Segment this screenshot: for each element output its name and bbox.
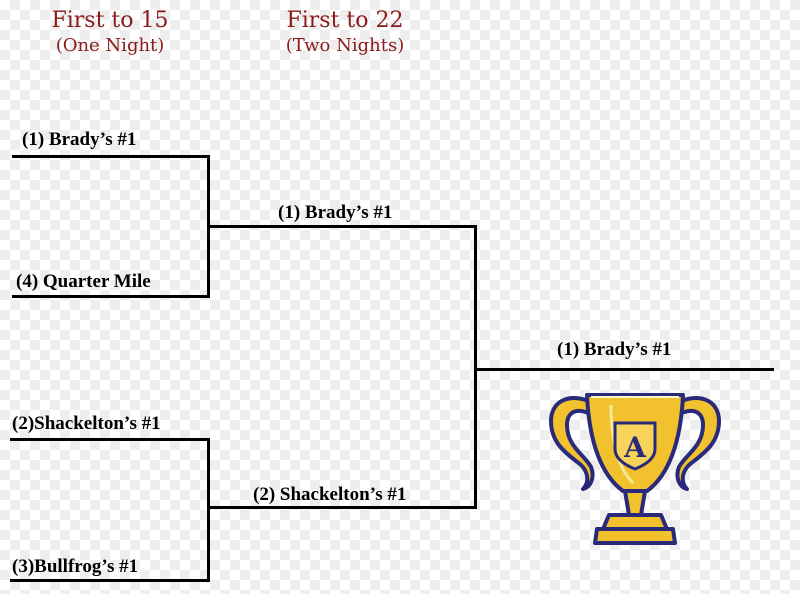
team-name: Bullfrog’s #1 bbox=[34, 556, 139, 577]
team-seed: (1) bbox=[22, 129, 45, 150]
r2-team-2: (2) Shackelton’s #1 bbox=[253, 484, 406, 506]
bracket-connector bbox=[207, 438, 210, 582]
trophy-icon: A bbox=[549, 393, 721, 545]
team-seed: (2) bbox=[12, 413, 35, 434]
round-1-title: First to 15 bbox=[51, 8, 169, 33]
team-seed: (4) bbox=[16, 271, 39, 292]
team-name: Brady’s #1 bbox=[48, 129, 137, 150]
bracket-line bbox=[10, 579, 210, 582]
r1-team-4: (3)Bullfrog’s #1 bbox=[12, 556, 138, 578]
r2-team-1: (1) Brady’s #1 bbox=[278, 202, 392, 224]
bracket-connector bbox=[474, 225, 477, 509]
trophy-shield: A bbox=[613, 421, 657, 471]
team-name: Shackelton’s #1 bbox=[279, 484, 407, 505]
team-seed: (2) bbox=[253, 484, 276, 505]
team-seed: (1) bbox=[557, 339, 580, 360]
trophy-letter: A bbox=[623, 431, 647, 464]
bracket-line bbox=[207, 225, 477, 228]
round-1-subtitle: (One Night) bbox=[55, 35, 165, 56]
r1-team-2: (4) Quarter Mile bbox=[16, 271, 151, 293]
bracket-line bbox=[12, 295, 210, 298]
r1-team-3: (2)Shackelton’s #1 bbox=[12, 413, 161, 435]
team-name: Brady’s #1 bbox=[583, 339, 672, 360]
r1-team-1: (1) Brady’s #1 bbox=[22, 129, 136, 151]
team-seed: (1) bbox=[278, 202, 301, 223]
bracket-line bbox=[10, 438, 210, 441]
round-1-header: First to 15 (One Night) bbox=[30, 8, 190, 58]
bracket-line bbox=[12, 155, 210, 158]
team-name: Quarter Mile bbox=[42, 271, 151, 292]
team-name: Shackelton’s #1 bbox=[34, 413, 161, 434]
team-name: Brady’s #1 bbox=[304, 202, 393, 223]
round-2-subtitle: (Two Nights) bbox=[285, 35, 405, 56]
bracket-line bbox=[474, 368, 774, 371]
round-2-header: First to 22 (Two Nights) bbox=[255, 8, 435, 58]
team-seed: (3) bbox=[12, 556, 35, 577]
champion-team: (1) Brady’s #1 bbox=[557, 339, 671, 361]
round-2-title: First to 22 bbox=[286, 8, 404, 33]
bracket-line bbox=[207, 506, 477, 509]
